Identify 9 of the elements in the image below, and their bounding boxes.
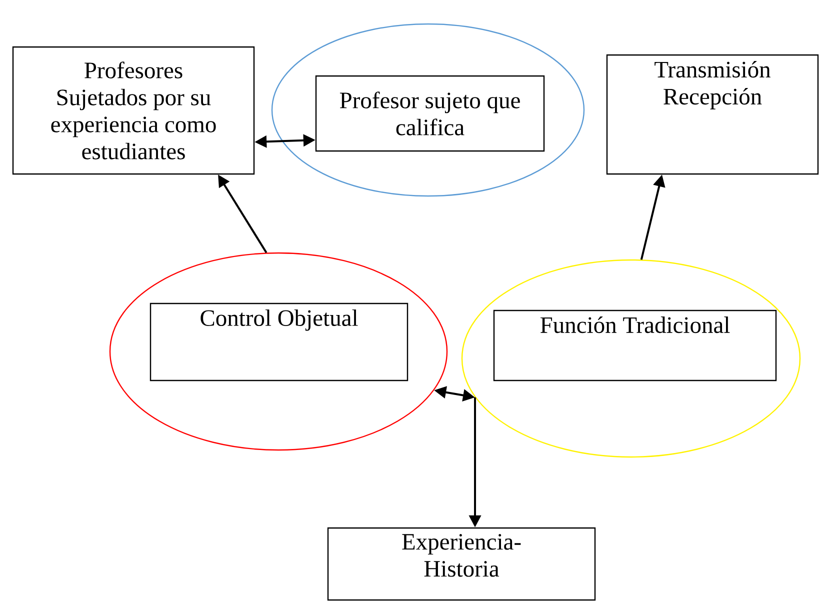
label-box: Profesores Sujetados por su experiencia como estudiantes [12,46,255,175]
label-box: Función Tradicional [493,310,777,382]
label-box: Control Objetual [150,302,408,382]
label-box: Experiencia- Historia [327,527,596,601]
label-box: Profesor sujeto que califica [315,75,545,152]
ellipse [271,23,585,197]
ellipse [109,252,448,451]
ellipse [461,259,801,458]
label-box: Transmisión Recepción [606,54,819,175]
